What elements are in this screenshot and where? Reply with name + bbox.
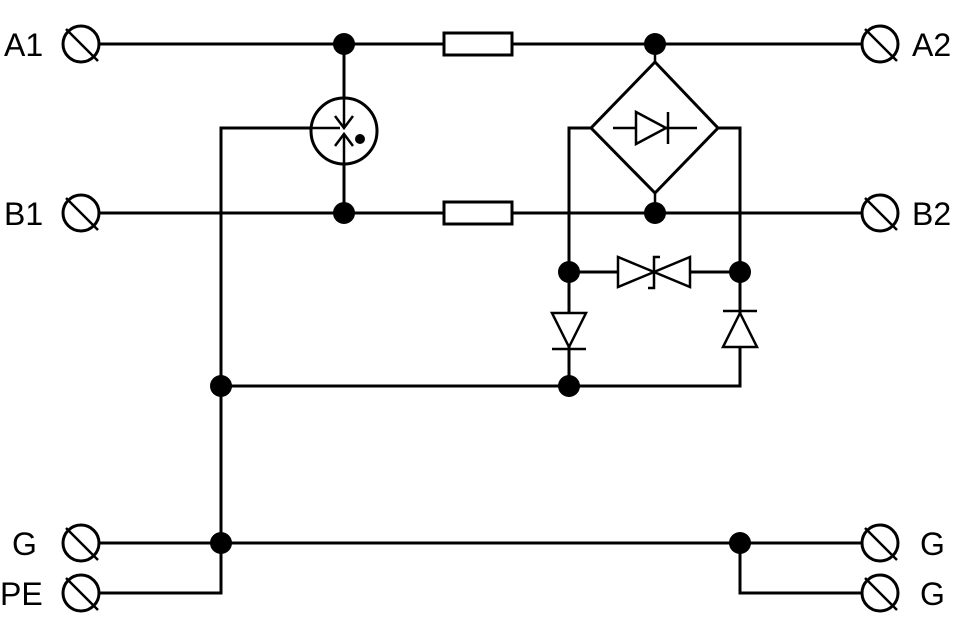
junction-ground-bus-left <box>210 375 232 397</box>
label-g-right-bottom: G <box>920 576 945 612</box>
terminal-a2-icon <box>860 24 900 64</box>
diode-left <box>549 311 589 351</box>
terminal-pe-icon <box>61 573 101 613</box>
tvs-triangle-left <box>616 255 658 289</box>
junction-b-gdt <box>333 202 355 224</box>
junction-g-left <box>210 532 232 554</box>
diode-right-triangle <box>720 310 760 349</box>
diode-right <box>720 309 760 349</box>
terminal-labels: A1 B1 G PE A2 B2 G G <box>0 27 951 612</box>
label-a1: A1 <box>4 27 43 63</box>
gdt-arrow-up <box>334 131 354 147</box>
tvs-triangle-right <box>650 255 692 289</box>
terminal-b2-icon <box>860 193 900 233</box>
terminal-g-left-icon <box>61 523 101 563</box>
junction-ground-bus-mid <box>558 375 580 397</box>
tvs-bar <box>648 255 660 290</box>
terminal-symbols <box>61 24 900 613</box>
label-pe: PE <box>0 576 43 612</box>
label-g-left: G <box>12 526 37 562</box>
terminal-g-right-bottom-icon <box>860 573 900 613</box>
bidirectional-tvs <box>616 255 692 290</box>
terminal-g-right-top-icon <box>860 523 900 563</box>
label-a2: A2 <box>912 27 951 63</box>
terminal-b1-icon <box>61 193 101 233</box>
gdt-arrow-down <box>334 115 354 131</box>
junction-tvs-left <box>558 261 580 283</box>
resistor-a <box>442 31 514 57</box>
junction-g-right <box>729 532 751 554</box>
label-b2: B2 <box>912 196 951 232</box>
diode-left-triangle <box>549 311 589 350</box>
junctions <box>210 33 751 554</box>
wires <box>98 42 864 595</box>
junction-a-bridge <box>644 33 666 55</box>
bridge-diode-triangle <box>634 109 669 147</box>
resistor-b <box>442 200 514 226</box>
label-g-right-top: G <box>920 526 945 562</box>
bridge-rectifier <box>588 44 721 213</box>
junction-a-gdt <box>333 33 355 55</box>
gas-discharge-tube <box>309 96 379 166</box>
terminal-a1-icon <box>61 24 101 64</box>
label-b1: B1 <box>4 196 43 232</box>
junction-tvs-right <box>729 261 751 283</box>
gdt-gas-dot <box>355 134 365 144</box>
junction-b-bridge <box>644 202 666 224</box>
